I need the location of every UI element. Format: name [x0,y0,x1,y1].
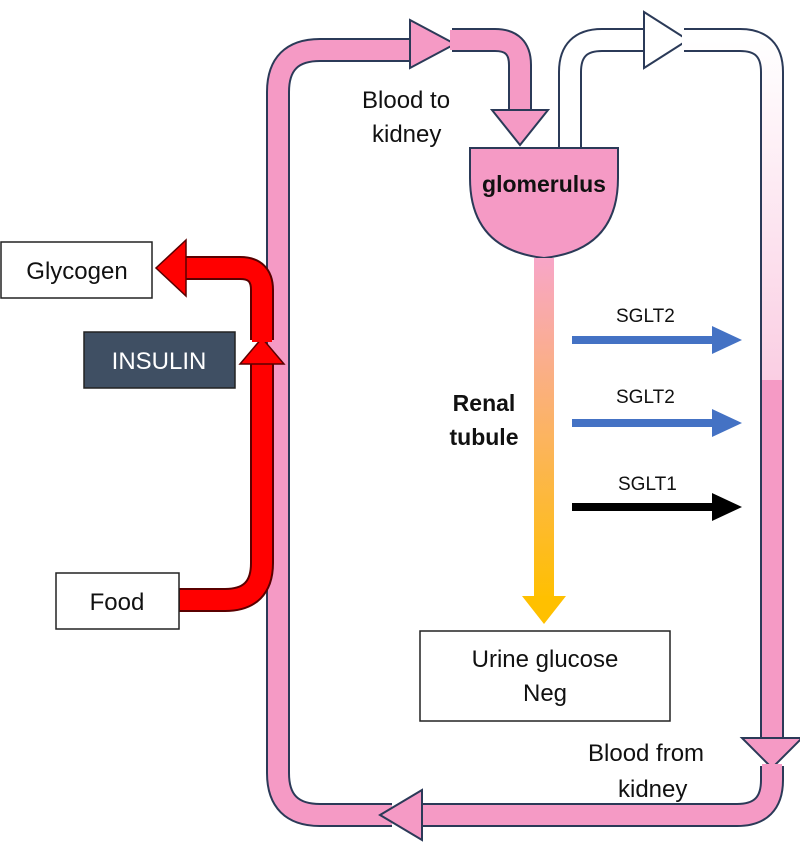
sglt2-label-1: SGLT2 [616,306,675,327]
return-band-fill [682,30,782,742]
efferent-arrow-icon [643,10,690,70]
sglt2-label-2: SGLT2 [616,387,675,408]
circulation-band-fill [268,40,414,825]
renal-tubule-label-line2: tubule [450,424,519,450]
insulin-path-outline [178,362,274,612]
inflow-band-fill [450,30,530,113]
glycogen-label: Glycogen [26,258,127,285]
blood-to-kidney-arrow-icon [409,18,458,70]
return-band-outline [684,28,784,740]
insulin-label: INSULIN [112,348,207,375]
glycogen-box [0,241,153,299]
glomerulus-bowl [469,147,619,260]
renal-tubule-label-line1: Renal [453,390,516,416]
food-box [55,572,180,630]
circulation-band-outline [266,38,414,827]
blood-from-kidney-label-line2: kidney [618,776,687,803]
inflow-arrow-icon [489,109,551,147]
blood-from-kidney-arrow-icon [739,737,800,770]
renal-tubule [534,258,554,600]
urine-glucose-box [419,630,671,722]
sglt1-label: SGLT1 [618,474,677,495]
sglt2-arrow-2-head-icon [712,409,742,437]
blood-from-kidney-label-line1: Blood from [588,740,704,767]
glomerulus-label: glomerulus [482,171,606,197]
blood-to-kidney-label-line2: kidney [372,121,441,148]
sglt1-arrow-head-icon [712,493,742,521]
efferent-band-fill [560,30,648,150]
glycogen-path-fill [182,258,272,342]
glycogen-arrow-icon [154,238,187,298]
bottom-band-fill [416,764,782,825]
urine-glucose-label-line2: Neg [523,680,567,707]
insulin-path-fill [180,360,272,610]
food-label: Food [90,589,145,616]
return-band-pink [762,380,782,742]
tubule-arrow-icon [522,596,566,624]
urine-glucose-label-line1: Urine glucose [472,646,619,673]
insulin-box [83,331,236,389]
sglt2-arrow-1-head-icon [712,326,742,354]
insulin-up-arrow-icon [238,336,286,365]
blood-to-kidney-label-line1: Blood to [362,87,450,114]
bottom-return-arrow-icon [378,788,423,842]
